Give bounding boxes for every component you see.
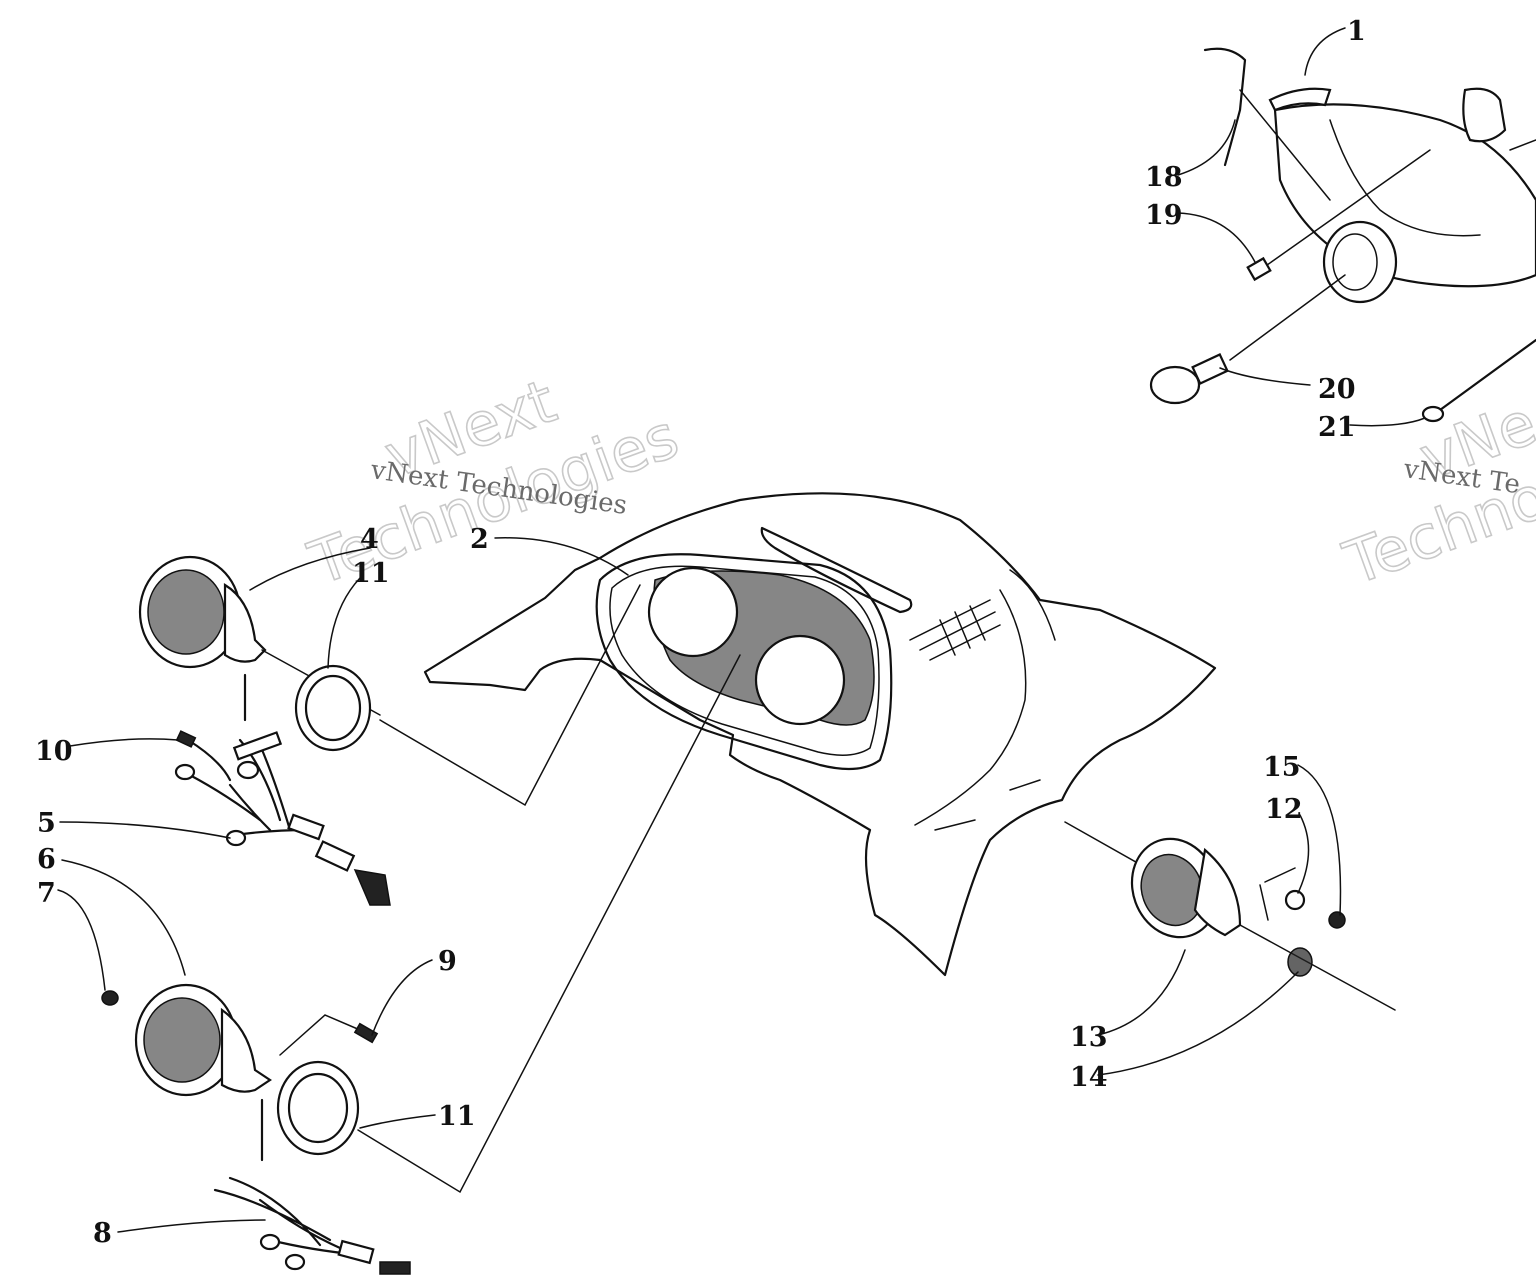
callout-14: 14	[1070, 1062, 1108, 1093]
callout-19: 19	[1145, 200, 1183, 231]
callout-11-lower: 11	[438, 1101, 476, 1132]
callout-20: 20	[1318, 374, 1356, 405]
gauge-lower-speedometer	[101, 654, 741, 1194]
callout-13: 13	[1070, 1022, 1108, 1053]
callout-2: 2	[470, 524, 489, 555]
gauge-upper-tachometer	[138, 555, 641, 807]
headlight-assembly	[1149, 47, 1536, 423]
callout-10: 10	[35, 736, 73, 767]
wire-harness-lower	[213, 1176, 411, 1275]
gauge-opening-left	[647, 566, 739, 658]
callout-9: 9	[438, 946, 457, 977]
callout-7: 7	[37, 878, 56, 909]
leader-lines	[57, 27, 1426, 1233]
callout-4: 4	[360, 524, 379, 555]
callout-21: 21	[1318, 412, 1356, 443]
callout-labels: 1 2 4 11 10 5 6 7 9 11 8 18 19 20 21 15 …	[35, 16, 1366, 1249]
side-light-housing	[1064, 821, 1396, 1011]
callout-8: 8	[93, 1218, 112, 1249]
callout-11-upper: 11	[352, 558, 390, 589]
wire-harness-upper	[174, 673, 391, 906]
callout-5: 5	[37, 808, 56, 839]
callout-15: 15	[1263, 752, 1301, 783]
callout-18: 18	[1145, 162, 1183, 193]
callout-6: 6	[37, 844, 56, 875]
gauge-opening-right	[754, 634, 846, 726]
dash-console	[423, 492, 1217, 977]
callout-12: 12	[1265, 794, 1303, 825]
callout-1: 1	[1347, 16, 1366, 47]
